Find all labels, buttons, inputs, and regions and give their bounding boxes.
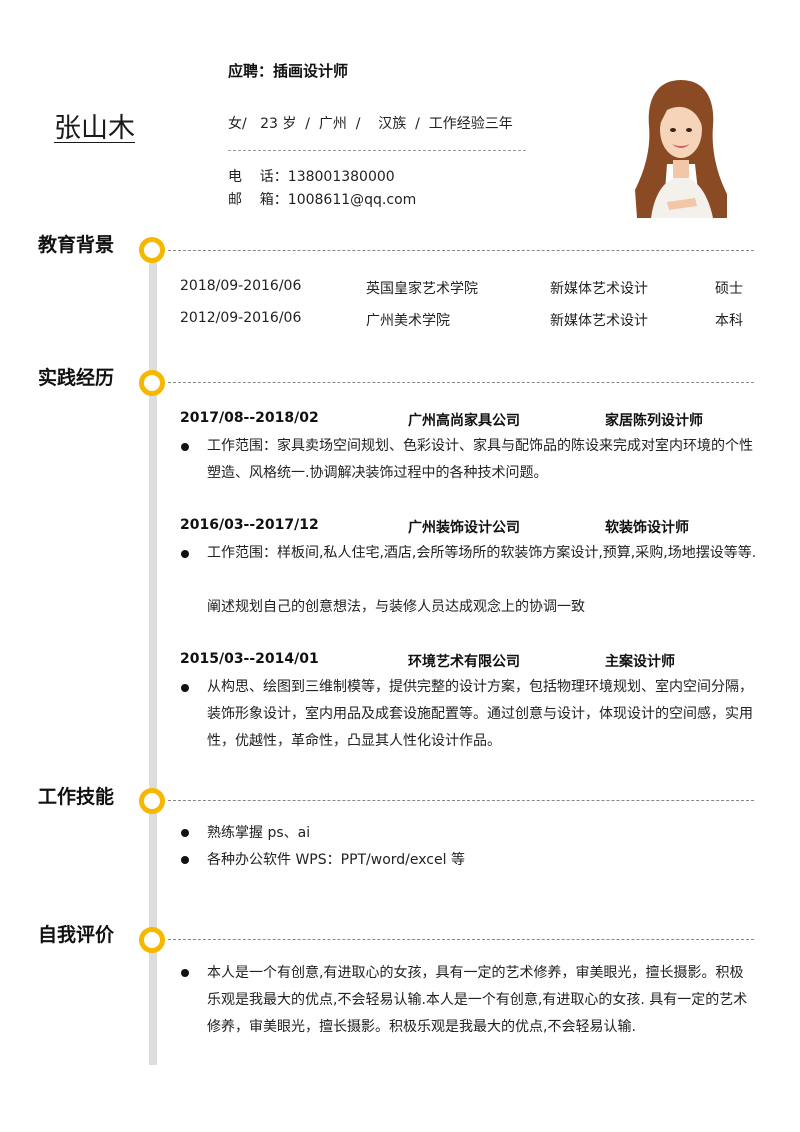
bullet-icon <box>181 856 189 864</box>
job-description: 工作范围：样板间,私人住宅,酒店,会所等场所的软装饰方案设计,预算,采购,场地摆… <box>207 545 757 561</box>
timeline-dot <box>139 370 165 396</box>
job-company: 广州装饰设计公司 <box>408 520 520 536</box>
timeline-dot <box>139 788 165 814</box>
job-header: 2017/08--2018/02 广州高尚家具公司 家居陈列设计师 <box>180 410 750 430</box>
job-description-extra: 阐述规划自己的创意想法，与装修人员达成观念上的协调一致 <box>207 599 585 615</box>
skill-item: 熟练掌握 ps、ai <box>207 825 311 841</box>
self-evaluation-text: 本人是一个有创意,有进取心的女孩，具有一定的艺术修养，审美眼光，擅长摄影。积极乐… <box>207 965 748 1035</box>
section-title-self: 自我评价 <box>38 924 115 946</box>
section-title-practice: 实践经历 <box>38 367 115 389</box>
edu-degree: 本科 <box>715 313 743 329</box>
edu-major: 新媒体艺术设计 <box>550 281 648 297</box>
edu-degree: 硕士 <box>715 281 743 297</box>
job-role: 家居陈列设计师 <box>605 413 703 429</box>
personal-info: 女/ 23 岁 / 广州 / 汉族 / 工作经验三年 <box>228 116 513 132</box>
section-title-skills: 工作技能 <box>38 786 115 808</box>
section-divider <box>168 382 754 383</box>
edu-school: 广州美术学院 <box>366 313 450 329</box>
job-company: 广州高尚家具公司 <box>408 413 520 429</box>
section-title-education: 教育背景 <box>38 234 115 256</box>
job-target: 应聘：插画设计师 <box>228 62 349 80</box>
job-description: 从构思、绘图到三维制模等，提供完整的设计方案，包括物理环境规划、室内空间分隔，装… <box>207 679 753 749</box>
profile-photo <box>627 66 735 218</box>
job-period: 2015/03--2014/01 <box>180 651 319 667</box>
bullet-icon <box>181 550 189 558</box>
job-company: 环境艺术有限公司 <box>408 654 520 670</box>
job-header: 2015/03--2014/01 环境艺术有限公司 主案设计师 <box>180 651 750 671</box>
bullet-icon <box>181 443 189 451</box>
section-divider <box>168 800 754 801</box>
header-divider <box>228 150 526 151</box>
phone-line: 电 话：138001380000 <box>228 169 395 185</box>
job-description: 工作范围：家具卖场空间规划、色彩设计、家具与配饰品的陈设来完成对室内环境的个性塑… <box>207 438 753 481</box>
skill-item: 各种办公软件 WPS：PPT/word/excel 等 <box>207 852 465 868</box>
timeline-dot <box>139 927 165 953</box>
job-role: 软装饰设计师 <box>605 520 689 536</box>
job-header: 2016/03--2017/12 广州装饰设计公司 软装饰设计师 <box>180 517 750 537</box>
education-row: 2018/09-2016/06 英国皇家艺术学院 新媒体艺术设计 硕士 <box>180 278 750 298</box>
email-line: 邮 箱：1008611@qq.com <box>228 192 417 208</box>
timeline-dot <box>139 237 165 263</box>
bullet-icon <box>181 969 189 977</box>
timeline-bar <box>149 250 157 1065</box>
edu-major: 新媒体艺术设计 <box>550 313 648 329</box>
bullet-icon <box>181 829 189 837</box>
job-period: 2017/08--2018/02 <box>180 410 319 426</box>
education-row: 2012/09-2016/06 广州美术学院 新媒体艺术设计 本科 <box>180 310 750 330</box>
edu-period: 2012/09-2016/06 <box>180 310 302 326</box>
edu-school: 英国皇家艺术学院 <box>366 281 478 297</box>
bullet-icon <box>181 684 189 692</box>
section-divider <box>168 250 754 251</box>
edu-period: 2018/09-2016/06 <box>180 278 302 294</box>
candidate-name: 张山木 <box>54 113 135 144</box>
section-divider <box>168 939 754 940</box>
job-role: 主案设计师 <box>605 654 675 670</box>
job-period: 2016/03--2017/12 <box>180 517 319 533</box>
